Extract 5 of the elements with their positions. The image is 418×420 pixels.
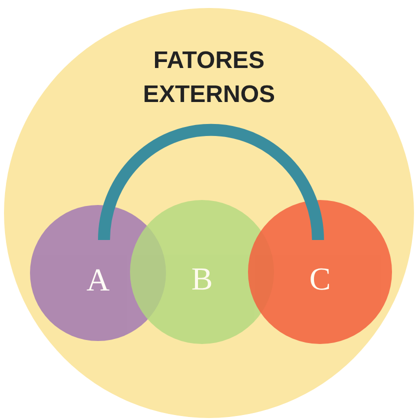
circle-label: C [309,260,331,298]
arc-connector [98,124,324,240]
group-title: FATORES EXTERNOS [142,46,276,110]
circle-label: B [191,260,213,298]
circle-label: A [86,261,110,298]
